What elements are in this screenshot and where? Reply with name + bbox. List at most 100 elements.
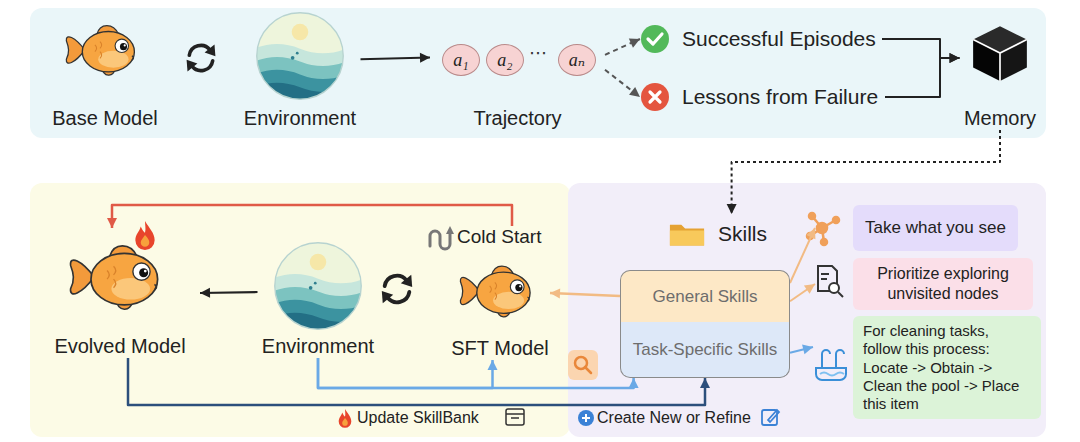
decor-shape xyxy=(821,274,829,279)
node-text: Trajectory xyxy=(473,107,561,130)
decor-shape xyxy=(821,239,827,245)
text-holder: Memory xyxy=(960,107,1041,130)
flow-label: Create New or Refine xyxy=(597,409,751,427)
env-graphic xyxy=(254,10,346,102)
plus-icon xyxy=(578,410,594,426)
text-holder: Trajectory xyxy=(430,107,605,130)
connector-line xyxy=(128,358,705,405)
skill-band: General Skills xyxy=(620,270,790,322)
cycle-icon xyxy=(187,45,216,72)
decor-shape xyxy=(816,368,846,380)
connector xyxy=(727,130,1000,214)
arrow-head xyxy=(550,288,560,298)
env-graphic xyxy=(272,240,364,332)
decor-shape xyxy=(817,223,827,233)
model-icon: Base Model xyxy=(45,10,165,130)
connector xyxy=(605,70,640,97)
ellipsis: ⋯ xyxy=(529,42,547,64)
arrow-head xyxy=(802,345,813,355)
text-holder: Environment xyxy=(240,107,361,130)
environment-icon: Environment xyxy=(240,8,361,130)
graph-icon xyxy=(807,213,839,245)
node-text: Skills xyxy=(718,222,767,246)
connector-line xyxy=(790,228,815,283)
search-icon xyxy=(568,350,598,380)
top-panel xyxy=(30,8,1046,138)
arrow-head xyxy=(200,288,210,298)
connector-line xyxy=(605,70,640,97)
flame-icon xyxy=(339,409,352,428)
connector-line xyxy=(885,58,960,97)
node-text: a₁ xyxy=(453,50,468,71)
arrow-head xyxy=(107,218,117,228)
connector xyxy=(318,358,498,388)
outcome-item: Lessons from Failure xyxy=(640,80,885,114)
arrow-head xyxy=(420,53,430,63)
fish-graphic xyxy=(457,256,543,326)
fish-graphic xyxy=(66,26,134,76)
connector-line xyxy=(790,284,815,301)
connector xyxy=(882,39,960,63)
arrow-head xyxy=(629,378,639,388)
skill-panel xyxy=(568,183,1046,437)
action-pill: a₁ xyxy=(442,44,480,76)
node-text: Successful Episodes xyxy=(682,27,876,51)
decor-shape xyxy=(506,414,524,418)
folder-graphic xyxy=(668,219,706,249)
node-text: Memory xyxy=(964,107,1036,130)
cold-start-icon xyxy=(430,226,454,249)
decor-shape xyxy=(838,292,843,297)
train-panel xyxy=(30,183,570,437)
outcome-item: Successful Episodes xyxy=(640,22,882,56)
fish-graphic xyxy=(63,16,147,84)
model-icon: Cold StartSFT Model xyxy=(425,226,575,360)
fish-graphic xyxy=(460,266,530,317)
text-holder: Evolved Model xyxy=(40,335,200,358)
action-pill: a₂ xyxy=(486,44,524,76)
decor-shape xyxy=(809,213,815,219)
check-graphic xyxy=(641,25,669,53)
arrow-head xyxy=(804,284,815,294)
environment-icon: Environment xyxy=(258,238,379,358)
node-text: Task-Specific Skills xyxy=(633,340,778,360)
connector-line xyxy=(732,130,1000,214)
node-text: a₂ xyxy=(497,50,512,71)
folder-graphic xyxy=(670,224,704,245)
fish-graphic xyxy=(66,234,174,320)
connector-line xyxy=(361,58,431,60)
fish-graphic xyxy=(70,246,157,309)
connector-line xyxy=(605,39,640,55)
arrow-head xyxy=(950,53,960,63)
node-text: Environment xyxy=(262,335,374,358)
connector-line xyxy=(112,205,512,228)
text-holder: Base Model xyxy=(45,107,165,130)
arrow-head xyxy=(806,228,815,239)
cube-graphic xyxy=(969,22,1031,84)
decor-shape xyxy=(506,409,524,425)
connector xyxy=(200,288,258,298)
connector-line xyxy=(550,293,620,296)
decor-shape xyxy=(829,283,839,293)
decor-shape xyxy=(820,373,844,376)
connector xyxy=(790,228,815,283)
connector-line xyxy=(318,358,493,388)
connector xyxy=(790,284,815,301)
decor-shape xyxy=(822,350,844,368)
decor-shape xyxy=(585,367,591,373)
connector xyxy=(605,39,640,55)
skill-callout: For cleaning tasks, follow this process:… xyxy=(853,316,1041,419)
arrow-head xyxy=(950,53,960,63)
arrow-head xyxy=(629,39,640,48)
cube-graphic xyxy=(973,26,1027,81)
connector xyxy=(318,358,639,388)
explore-icon xyxy=(818,266,843,297)
flame-icon xyxy=(135,221,154,250)
arrow-head xyxy=(629,87,640,97)
node-text: Prioritize exploring unvisited nodes xyxy=(863,264,1023,303)
connector xyxy=(550,288,620,298)
node-text: For cleaning tasks, follow this process:… xyxy=(863,322,1031,413)
arrow-head xyxy=(488,360,498,370)
connector xyxy=(885,53,960,97)
skill-callout: Prioritize exploring unvisited nodes xyxy=(853,258,1033,310)
